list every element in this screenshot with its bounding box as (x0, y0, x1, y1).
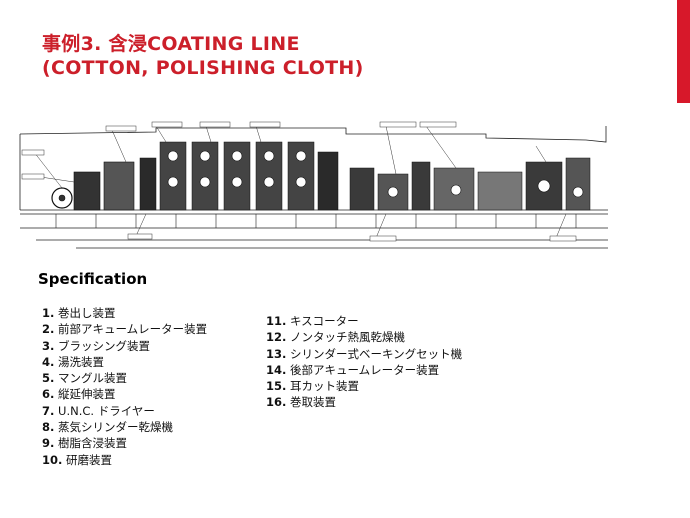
spec-label: マングル装置 (58, 371, 128, 386)
spec-number: 15. (266, 379, 287, 394)
spec-label: 前部アキュームレーター装置 (58, 322, 208, 337)
spec-label: 巻出し装置 (58, 306, 116, 320)
spec-number: 11. (266, 314, 287, 328)
spec-number: 2. (42, 322, 55, 337)
spec-label: 湯洗装置 (58, 354, 105, 369)
coating-line-diagram (19, 121, 608, 249)
spec-number: 13. (266, 346, 287, 361)
slide-title: 事例3. 含浸COATING LINE (COTTON, POLISHING C… (42, 32, 364, 80)
spec-number: 8. (42, 420, 55, 435)
spec-label: 耳カット装置 (290, 379, 360, 394)
spec-label: 巻取装置 (290, 395, 337, 410)
accent-bar (677, 0, 690, 103)
spec-number: 1. (42, 306, 55, 320)
title-line-2: (COTTON, POLISHING CLOTH) (42, 57, 364, 79)
spec-item: 6. 縦延伸装置 (42, 386, 207, 402)
spec-label: キスコーター (290, 314, 359, 328)
spec-item: 12. ノンタッチ熱風乾燥機 (266, 329, 462, 345)
spec-number: 4. (42, 354, 55, 369)
spec-label: ノンタッチ熱風乾燥機 (290, 330, 406, 345)
spec-label: 縦延伸装置 (58, 387, 116, 402)
spec-number: 6. (42, 387, 55, 402)
spec-item: 1. 巻出し装置 (42, 305, 207, 321)
spec-label: 後部アキュームレーター装置 (290, 362, 440, 377)
spec-number: 16. (266, 395, 287, 410)
spec-item: 10. 研磨装置 (42, 452, 207, 468)
spec-label: シリンダー式ベーキングセット機 (290, 346, 463, 361)
spec-list-left: 1. 巻出し装置 2. 前部アキュームレーター装置 3. ブラッシング装置 4.… (42, 305, 207, 468)
spec-number: 12. (266, 330, 287, 345)
spec-number: 3. (42, 338, 55, 353)
spec-label: U.N.C. ドライヤー (58, 403, 155, 418)
spec-item: 14. 後部アキュームレーター装置 (266, 362, 462, 378)
spec-label: ブラッシング装置 (58, 338, 151, 353)
spec-label: 研磨装置 (66, 452, 113, 467)
spec-item: 11. キスコーター (266, 313, 462, 329)
spec-number: 9. (42, 436, 55, 451)
spec-item: 9. 樹脂含浸装置 (42, 435, 207, 451)
specification-heading: Specification (38, 270, 148, 288)
spec-item: 16. 巻取装置 (266, 394, 462, 410)
spec-number: 7. (42, 403, 55, 418)
spec-label: 樹脂含浸装置 (58, 436, 128, 451)
spec-number: 14. (266, 362, 287, 377)
spec-item: 3. ブラッシング装置 (42, 338, 207, 354)
title-line-1: 事例3. 含浸COATING LINE (42, 33, 300, 55)
spec-item: 8. 蒸気シリンダー乾燥機 (42, 419, 207, 435)
spec-number: 10. (42, 452, 63, 467)
spec-item: 2. 前部アキュームレーター装置 (42, 321, 207, 337)
spec-list-right: 11. キスコーター 12. ノンタッチ熱風乾燥機 13. シリンダー式ベーキン… (266, 313, 462, 411)
spec-item: 5. マングル装置 (42, 370, 207, 386)
spec-label: 蒸気シリンダー乾燥機 (58, 420, 174, 435)
spec-item: 13. シリンダー式ベーキングセット機 (266, 346, 462, 362)
spec-item: 15. 耳カット装置 (266, 378, 462, 394)
spec-item: 7. U.N.C. ドライヤー (42, 403, 207, 419)
spec-item: 4. 湯洗装置 (42, 354, 207, 370)
spec-number: 5. (42, 371, 55, 386)
